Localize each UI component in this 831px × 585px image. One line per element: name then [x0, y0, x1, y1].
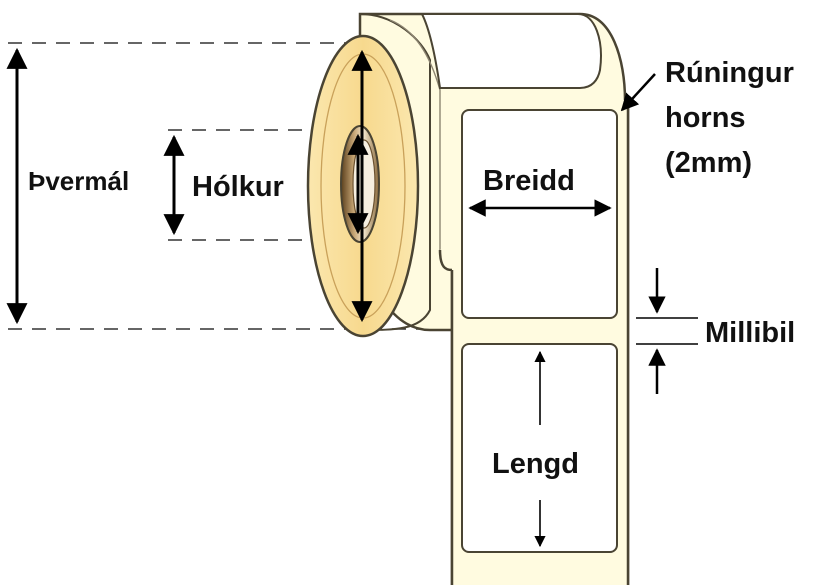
corner-radius-label-1: Rúningur — [665, 57, 794, 89]
label-lower — [461, 343, 618, 553]
diagram-labels: Þvermál Hólkur Breidd Rúningur horns (2m… — [28, 57, 795, 480]
roll-top-label — [420, 13, 602, 89]
core-label: Hólkur — [192, 171, 284, 203]
length-label: Lengd — [492, 448, 579, 480]
outer-diameter-label: Þvermál — [28, 166, 129, 196]
corner-radius-label-2: horns — [665, 102, 746, 134]
width-label: Breidd — [483, 165, 575, 197]
label-upper — [461, 109, 618, 319]
corner-radius-arrow — [620, 73, 656, 112]
roll-outer-shell — [359, 13, 431, 331]
corner-radius-label-3: (2mm) — [665, 147, 752, 179]
roll-core-hole — [352, 139, 376, 229]
dimension-arrows — [6, 47, 698, 548]
gap-label: Millibil — [705, 317, 795, 349]
